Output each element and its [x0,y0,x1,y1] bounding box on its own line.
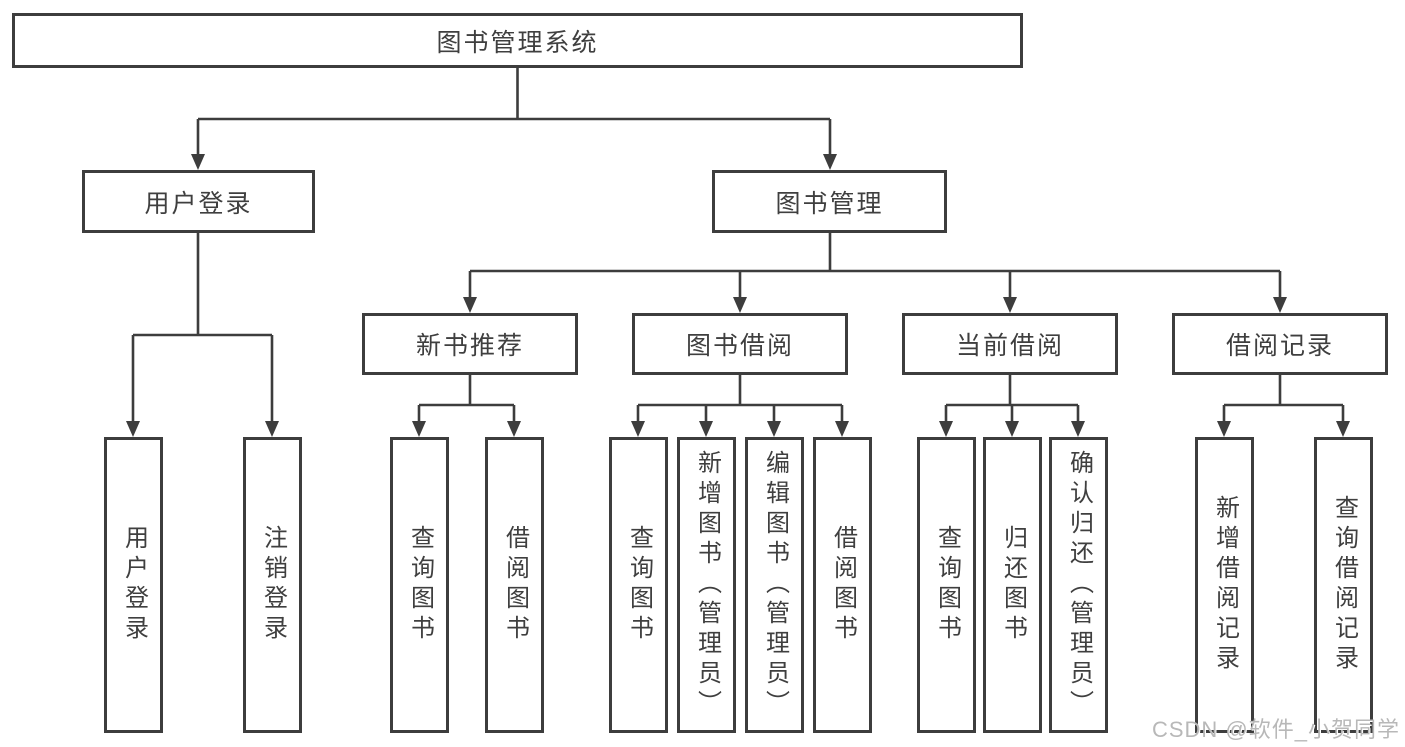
leaf-query-books-2: 查询图书 [609,437,668,733]
leaf-edit-book-admin: 编辑图书（管理员） [745,437,804,733]
leaf-query-borrow-record: 查询借阅记录 [1314,437,1373,733]
leaf-label: 借阅图书 [829,525,857,645]
leaf-label: 查询图书 [406,525,434,645]
leaf-label: 编辑图书（管理员） [761,450,789,720]
leaf-label: 新增借阅记录 [1211,495,1239,675]
leaf-borrow-books-2: 借阅图书 [813,437,872,733]
leaf-logout: 注销登录 [243,437,302,733]
leaf-borrow-books-1: 借阅图书 [485,437,544,733]
leaf-label: 查询借阅记录 [1330,495,1358,675]
leaf-add-book-admin: 新增图书（管理员） [677,437,736,733]
leaf-label: 确认归还（管理员） [1065,450,1093,720]
leaf-confirm-return-admin: 确认归还（管理员） [1049,437,1108,733]
leaf-user-login: 用户登录 [104,437,163,733]
leaf-label: 查询图书 [933,525,961,645]
node-library-system: 图书管理系统 [12,13,1023,68]
node-borrowing-records: 借阅记录 [1172,313,1388,375]
leaf-label: 归还图书 [999,525,1027,645]
leaf-query-books-3: 查询图书 [917,437,976,733]
node-book-borrowing: 图书借阅 [632,313,848,375]
node-user-login: 用户登录 [82,170,315,233]
leaf-label: 新增图书（管理员） [693,450,721,720]
leaf-label: 查询图书 [625,525,653,645]
arrowheads [126,119,1350,437]
node-current-borrowing: 当前借阅 [902,313,1118,375]
node-book-management: 图书管理 [712,170,947,233]
node-new-book-recommendation: 新书推荐 [362,313,578,375]
leaf-add-borrow-record: 新增借阅记录 [1195,437,1254,733]
leaf-query-books-1: 查询图书 [390,437,449,733]
leaf-label: 注销登录 [259,525,287,645]
leaf-return-book: 归还图书 [983,437,1042,733]
leaf-label: 用户登录 [120,525,148,645]
leaf-label: 借阅图书 [501,525,529,645]
